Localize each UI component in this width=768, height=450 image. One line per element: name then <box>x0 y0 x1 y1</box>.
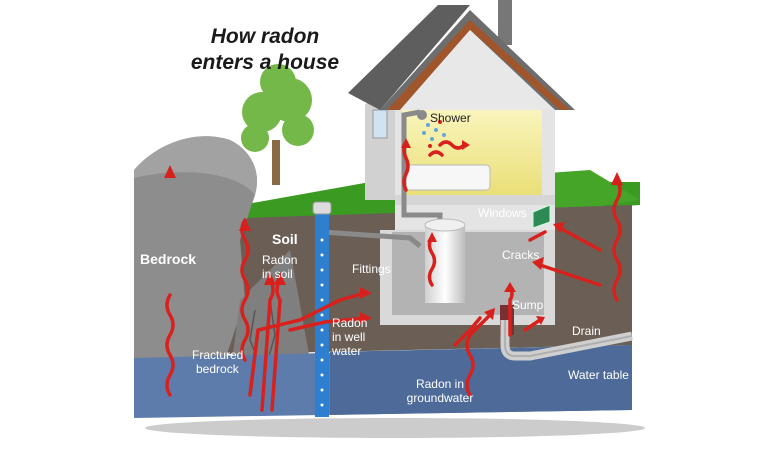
label-radon-well-3: water <box>332 344 362 358</box>
groundwater-dark <box>330 345 632 415</box>
diagram-title: How radon enters a house <box>165 24 365 76</box>
tree-canopy <box>241 64 314 152</box>
radon-arrow <box>165 293 175 397</box>
radon-arrow <box>538 263 602 287</box>
label-sump: Sump <box>512 298 544 312</box>
attic <box>400 30 555 110</box>
ground-shadow <box>145 418 645 438</box>
radon-arrow <box>427 235 437 287</box>
label-drain: Drain <box>572 324 601 338</box>
label-radon-well-1: Radon <box>332 316 368 330</box>
title-line-1: How radon <box>210 25 320 48</box>
radon-arrowheads <box>164 138 623 325</box>
roof-trim <box>387 20 570 110</box>
label-shower: Shower <box>430 111 471 125</box>
label-bedrock: Bedrock <box>140 251 197 267</box>
label-radon-well-2: in well <box>332 330 366 344</box>
bedrock-top <box>134 136 258 195</box>
label-windows: Windows <box>478 206 527 220</box>
radon-arrows <box>165 140 622 412</box>
radon-arrow <box>612 178 622 302</box>
label-radon-in-soil-2: in soil <box>262 267 293 281</box>
radon-arrow <box>288 316 367 332</box>
label-radon-in-soil-1: Radon <box>262 253 298 267</box>
radon-arrow <box>558 226 602 252</box>
well-pipe-dots <box>320 238 324 407</box>
radon-arrow <box>402 140 410 192</box>
radon-arrow <box>438 140 466 150</box>
basement-window <box>532 204 551 229</box>
bedrock-mass <box>134 136 258 360</box>
radon-arrow <box>453 316 482 347</box>
title-line-2: enters a house <box>190 51 340 74</box>
label-soil: Soil <box>272 231 298 247</box>
radon-arrow <box>428 150 444 157</box>
tree-trunk <box>272 140 280 185</box>
label-cracks: Cracks <box>502 248 540 262</box>
label-fractured-2: bedrock <box>196 362 239 376</box>
bathtub <box>404 164 491 191</box>
shower-spray <box>422 120 446 148</box>
label-groundwater-2: groundwater <box>406 391 474 405</box>
radon-arrow <box>240 218 250 362</box>
radon-arrow <box>528 230 547 242</box>
label-water-table: Water table <box>568 368 629 382</box>
radon-arrow <box>248 291 367 397</box>
radon-arrow <box>523 318 542 332</box>
label-fittings: Fittings <box>352 262 391 276</box>
chimney <box>498 0 512 45</box>
side-window <box>372 109 388 139</box>
roof-side <box>348 5 470 110</box>
label-groundwater-1: Radon in <box>415 377 465 391</box>
well-pipe-horizontal <box>321 229 422 248</box>
label-fractured-1: Fractured <box>192 348 244 362</box>
radon-arrow <box>465 313 492 397</box>
floor-slab <box>395 195 555 205</box>
